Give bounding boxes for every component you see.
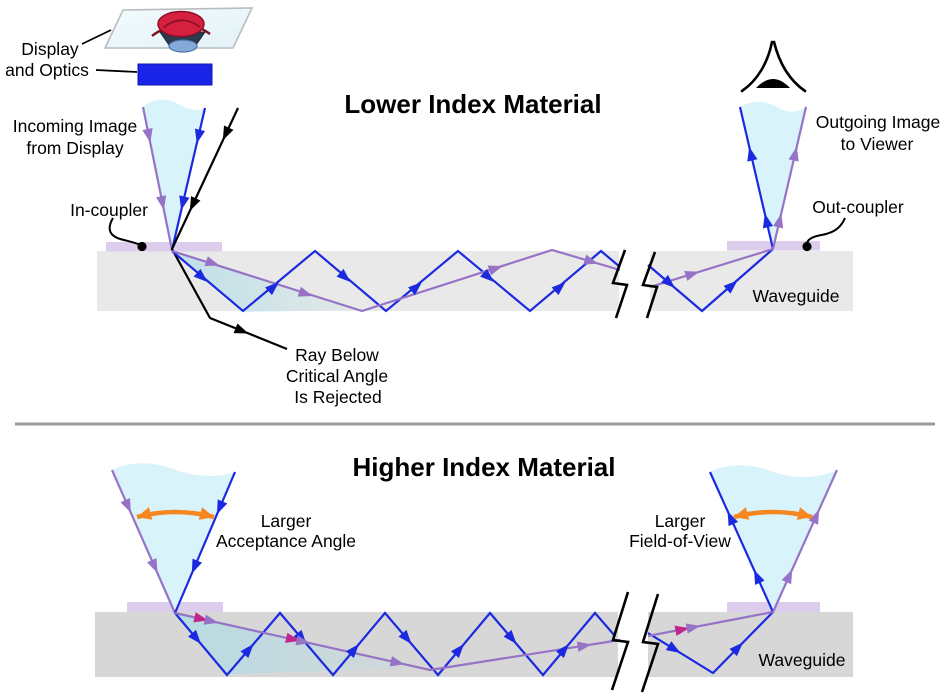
acceptance-cone-fill [112, 463, 235, 613]
acceptance-label-line2: Acceptance Angle [216, 531, 356, 551]
rose-flower [157, 10, 205, 38]
waveguide-slab-right-bottom [648, 612, 853, 677]
guided-rays-bottom [174, 610, 774, 677]
waveguide-label-bottom: Waveguide [759, 650, 846, 670]
waveguide-break-icon-bottom [610, 591, 660, 693]
waveguide-label-top: Waveguide [753, 286, 840, 306]
in-coupler-leader [108, 217, 142, 247]
bottom-panel: Higher Index Material Larger Acceptance … [95, 452, 853, 693]
guided-purple-ray-left-bottom [174, 611, 621, 672]
fov-cone-fill [710, 465, 837, 612]
display-leader [81, 29, 112, 45]
eye-pupil [756, 79, 790, 88]
fov-cone [708, 465, 839, 613]
incoming-light-cone [141, 99, 207, 251]
in-coupler-dot [137, 241, 147, 252]
acceptance-blue-ray [173, 471, 237, 614]
guided-purple-ray-right-bottom [647, 610, 774, 638]
waveguide-break-icon [611, 249, 659, 319]
outgoing-label-line2: to Viewer [841, 134, 914, 154]
acceptance-label-line1: Larger [261, 511, 312, 531]
rejected-label-line1: Ray Below [295, 345, 379, 365]
rejected-label-line3: Is Rejected [294, 387, 382, 407]
fov-label-line1: Larger [655, 511, 706, 531]
vase-base [168, 39, 198, 53]
display-optics-icon [103, 7, 254, 86]
eye-icon [740, 40, 807, 93]
out-coupler-leader [806, 217, 846, 245]
guided-rays-top [171, 247, 774, 313]
bottom-title: Higher Index Material [353, 452, 616, 482]
outgoing-label-line1: Outgoing Image [816, 112, 941, 132]
acceptance-cone [110, 463, 237, 614]
incoming-label-line2: from Display [26, 138, 123, 158]
in-coupler-strip [106, 242, 222, 252]
top-title: Lower Index Material [344, 89, 601, 119]
fov-label-line2: Field-of-View [629, 531, 731, 551]
out-coupler-label: Out-coupler [812, 197, 904, 217]
rejected-ray [170, 107, 288, 351]
waveguide-slab-right [650, 251, 853, 311]
top-panel: Lower Index Material Display and Optics … [5, 7, 941, 407]
display-label-line1: Display [21, 39, 79, 59]
display-label-line2: and Optics [5, 60, 89, 80]
out-coupler-dot [802, 241, 812, 252]
outgoing-cone-fill [740, 101, 806, 249]
in-coupler-label: In-coupler [70, 200, 148, 220]
optics-leader [95, 69, 138, 73]
rejected-label-line2: Critical Angle [286, 366, 388, 386]
incoming-label-line1: Incoming Image [13, 116, 138, 136]
outgoing-light-cone [738, 101, 808, 250]
acceptance-purple-ray [110, 469, 177, 614]
fov-blue-ray [708, 471, 775, 613]
leader-lines-top [81, 29, 846, 252]
rose-flower-detail [162, 19, 201, 29]
fov-purple-ray [771, 469, 839, 613]
optics-block [137, 63, 213, 86]
incoming-cone-fill [143, 99, 205, 250]
